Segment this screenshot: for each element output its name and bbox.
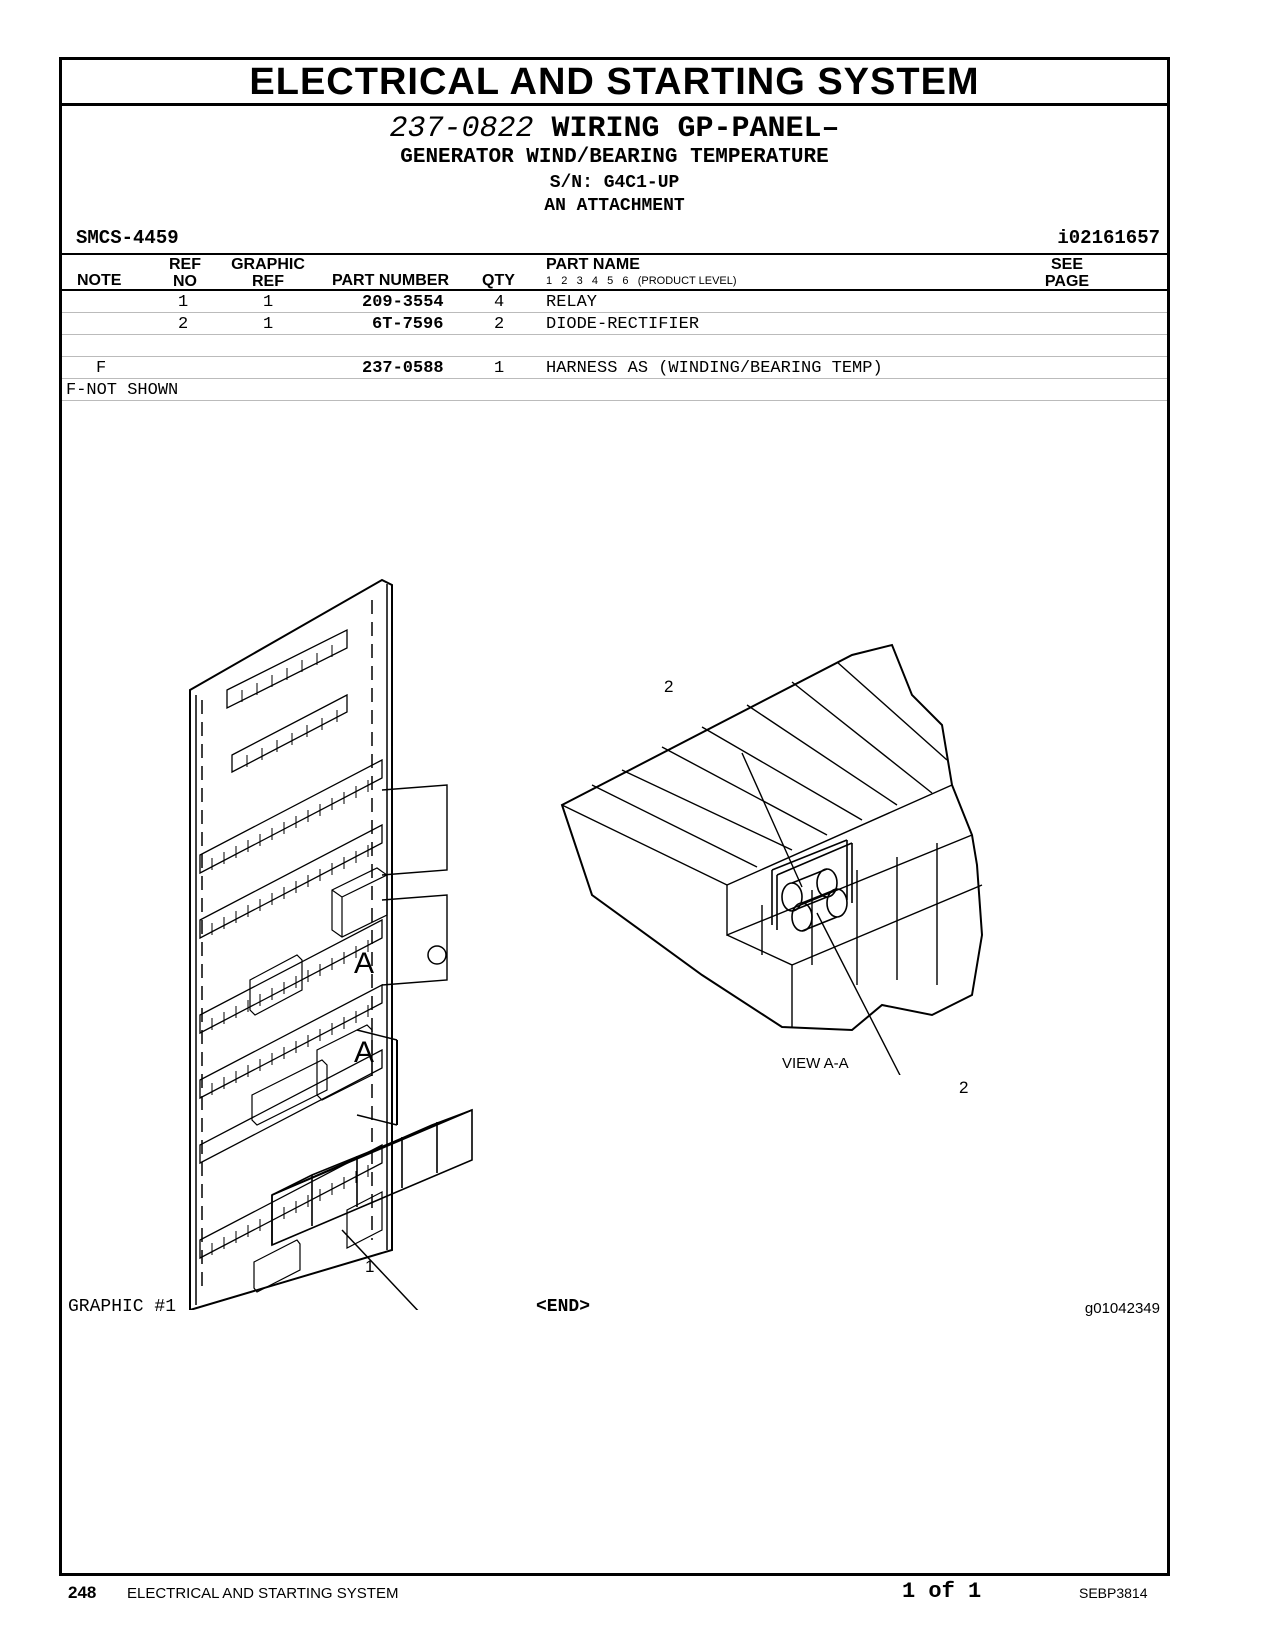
row-ref-no: 1 — [178, 293, 189, 312]
view-a-a-illustration — [560, 643, 984, 1075]
row-ref-no: 2 — [178, 315, 189, 334]
row-note: F — [96, 359, 107, 378]
section-a-top-label: A — [354, 947, 375, 980]
attachment-label: AN ATTACHMENT — [544, 196, 685, 216]
row-graphic-ref: 1 — [263, 293, 274, 312]
section-a-bottom-label: A — [354, 1036, 375, 1069]
doc-id: i02161657 — [1057, 227, 1160, 249]
table-row — [62, 335, 1167, 357]
view-label: VIEW A-A — [782, 1055, 849, 1072]
smcs-code: SMCS-4459 — [76, 227, 179, 249]
group-name: WIRING GP-PANEL– — [551, 112, 840, 146]
panel-assembly-illustration — [189, 578, 473, 1310]
row-qty: 2 — [494, 315, 505, 334]
col-part-name: PART NAME — [546, 256, 640, 273]
row-part-name: HARNESS AS (WINDING/BEARING TEMP) — [546, 359, 883, 378]
col-note: NOTE — [77, 272, 122, 289]
footnote: F-NOT SHOWN — [66, 381, 179, 400]
col-part-number: PART NUMBER — [332, 272, 450, 289]
terminal-blocks — [249, 867, 388, 1293]
table-row: F 237-0588 1 HARNESS AS (WINDING/BEARING… — [62, 357, 1167, 379]
page-number: 248 — [68, 1583, 97, 1602]
row-part-number: 209-3554 — [362, 293, 444, 312]
row-qty: 1 — [494, 359, 505, 378]
table-row: 1 1 209-3554 4 RELAY — [62, 291, 1167, 313]
row-graphic-ref: 1 — [263, 315, 274, 334]
row-part-name: DIODE-RECTIFIER — [546, 315, 700, 334]
group-title: 237-0822 WIRING GP-PANEL– — [62, 112, 1167, 146]
group-subtitle: GENERATOR WIND/BEARING TEMPERATURE — [400, 146, 829, 169]
row-part-name: RELAY — [546, 293, 598, 312]
callout-2-bottom: 2 — [959, 1078, 969, 1097]
row-qty: 4 — [494, 293, 505, 312]
graphic-label: GRAPHIC #1 — [68, 1297, 177, 1317]
row-part-number: 237-0588 — [362, 359, 444, 378]
table-row: 2 1 6T-7596 2 DIODE-RECTIFIER — [62, 313, 1167, 335]
callout-1: 1 — [365, 1257, 375, 1276]
doc-code: SEBP3814 — [1079, 1585, 1148, 1601]
pagination: 1 of 1 — [902, 1579, 982, 1604]
end-label: <END> — [536, 1297, 591, 1317]
col-qty: QTY — [482, 272, 515, 289]
serial-number: S/N: G4C1-UP — [549, 173, 680, 193]
footer-section: ELECTRICAL AND STARTING SYSTEM — [127, 1585, 399, 1602]
callout-2-top: 2 — [664, 677, 674, 696]
wire-ducts — [199, 628, 383, 1260]
page-frame: ELECTRICAL AND STARTING SYSTEM 237-0822 … — [59, 57, 1170, 1576]
col-product-levels: 1 2 3 4 5 6 (PRODUCT LEVEL) — [546, 275, 737, 287]
relay-blocks — [271, 1108, 473, 1247]
row-part-number: 6T-7596 — [372, 315, 444, 334]
group-part-number: 237-0822 — [389, 112, 534, 146]
section-title: ELECTRICAL AND STARTING SYSTEM — [62, 60, 1167, 106]
diode-rectifier — [771, 839, 853, 932]
footnote-row: F-NOT SHOWN — [62, 379, 1167, 401]
graphic-id: g01042349 — [1084, 1300, 1160, 1317]
